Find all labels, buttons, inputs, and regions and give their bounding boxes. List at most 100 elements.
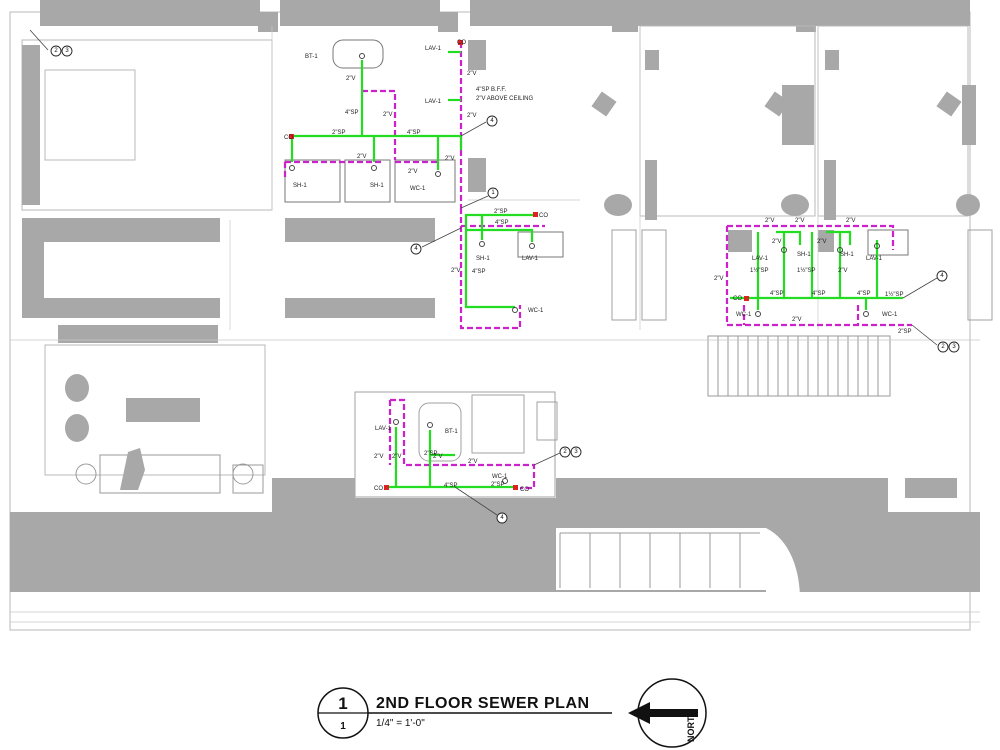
keynote-number: 4: [940, 273, 944, 279]
bedroom-block-1b: [22, 242, 44, 302]
vent-run: [725, 226, 912, 327]
vent-run: [459, 208, 522, 330]
cleanout-marker: [289, 134, 294, 139]
planter: [75, 463, 97, 485]
keynote-number: 2: [54, 48, 58, 54]
cleanout-markers: [289, 40, 749, 490]
fixture-connections: [289, 53, 880, 484]
pipe-size-label: 2"V: [433, 454, 442, 460]
keynote-tag: [937, 341, 949, 353]
cleanout-marker: [513, 485, 518, 490]
pipe-size-label: 2"V: [467, 113, 476, 119]
fixture-labels: BT-1 LAV-1 LAV-1 SH-1 SH-1 WC-1 SH-1 LAV…: [293, 46, 898, 480]
drain-connection: [837, 247, 843, 253]
fixture-label: SH-1: [293, 183, 307, 189]
fixture-label: LAV-1: [425, 46, 442, 52]
pipe-size-label: 2"V: [383, 112, 392, 118]
pipe-size-labels: 2"V 2"V 4"SP 2"SP 2"V 2"V 2"V 4"SP 2"V 2…: [332, 71, 911, 489]
storage-unit: [611, 229, 637, 321]
drain-connection: [371, 165, 377, 171]
keynote-number: 3: [574, 449, 578, 455]
architectural-background: [9, 0, 993, 631]
cleanout-label: CO: [374, 486, 383, 492]
pipe-size-label: 2"V: [346, 76, 355, 82]
unit-right-chair-3: [936, 91, 962, 117]
vent-run: [390, 398, 536, 490]
keynote-tag: [486, 115, 498, 127]
vanity: [867, 229, 909, 256]
drain-connection: [289, 165, 295, 171]
unit-right-desk-1: [782, 85, 814, 145]
fixture-label: WC-1: [492, 474, 508, 480]
column: [796, 12, 816, 32]
roof-slab-right: [470, 0, 970, 26]
lounge-chair: [956, 194, 980, 216]
keynote-tag: [936, 270, 948, 282]
sewer-run: [776, 230, 802, 245]
bedroom-block-3: [285, 218, 435, 242]
drain-connection: [863, 311, 869, 317]
pipe-size-label: 4"SP: [857, 291, 870, 297]
pipe-size-label: 2"V: [792, 317, 801, 323]
column: [258, 12, 278, 32]
ramp-curve: [766, 528, 800, 600]
pipe-size-label: 2"V: [765, 218, 774, 224]
vent-run: [362, 89, 397, 160]
cleanout-marker: [458, 40, 463, 45]
coffee-table: [126, 398, 200, 422]
pipe-size-label: 4"SP: [495, 220, 508, 226]
pipe-size-label: 2"V: [772, 239, 781, 245]
keynote-number: 1: [491, 190, 495, 196]
cleanout-labels: CO CO CO CO CO CO: [284, 40, 742, 493]
unit-right-chair-1: [591, 91, 617, 117]
drain-connection: [874, 243, 880, 249]
keynote-tag: [410, 243, 422, 255]
storage-unit: [641, 229, 667, 321]
cleanout-marker: [384, 485, 389, 490]
bedroom-block-1: [22, 218, 220, 242]
fixture-label: BT-1: [445, 429, 458, 435]
unit-right-chair-2: [764, 91, 790, 117]
unit-right-2: [817, 25, 969, 217]
drawing-title: 2ND FLOOR SEWER PLAN: [376, 695, 590, 712]
pipe-size-label: 2"V: [451, 268, 460, 274]
unit-right-wardrobe-1: [645, 50, 659, 70]
plan-note: 4"SP B.F.F.: [476, 87, 506, 93]
sofa: [99, 454, 221, 494]
plan-note: 2"V ABOVE CEILING: [476, 96, 533, 102]
fixture-label: LAV-1: [375, 426, 392, 432]
cleanout-label: CO: [733, 296, 742, 302]
drain-connection: [502, 478, 508, 484]
drain-connection: [393, 419, 399, 425]
shower-stall: [344, 159, 391, 203]
keynote-number: 3: [952, 344, 956, 350]
fixture-outlines: [284, 39, 909, 258]
north-arrow: NORTH: [628, 678, 707, 748]
lounge-chair: [781, 194, 809, 216]
lower-bath-tub: [418, 402, 462, 462]
lower-bath: [354, 391, 556, 498]
drain-connection: [755, 311, 761, 317]
pipe-size-label: 2"SP: [491, 482, 504, 488]
pipe-size-label: 2"V: [357, 154, 366, 160]
plan-notes: 4"SP B.F.F. 2"V ABOVE CEILING: [476, 87, 533, 102]
bathtub: [332, 39, 384, 69]
pipe-size-label: 2"V: [817, 239, 826, 245]
fixture-label: LAV-1: [752, 256, 769, 262]
fixture-label: WC-1: [528, 308, 544, 314]
pipe-size-label: 2"V: [846, 218, 855, 224]
fixture-label: SH-1: [476, 256, 490, 262]
drain-connection: [435, 171, 441, 177]
sewer-piping: [290, 50, 903, 489]
left-room-bed: [44, 69, 136, 161]
keynote-tags: 2 3 4 1 4 4 2 3 2 3 4: [29, 29, 960, 524]
keynote-number: 2: [563, 449, 567, 455]
pipe-size-label: 4"SP: [345, 110, 358, 116]
pipe-size-label: 4"SP: [472, 269, 485, 275]
pipe-size-label: 4"SP: [444, 483, 457, 489]
bedroom-block-4: [285, 298, 435, 318]
sofa-cushion: [120, 448, 145, 490]
parking-stalls: [559, 532, 760, 588]
ground-slab: [10, 478, 980, 592]
